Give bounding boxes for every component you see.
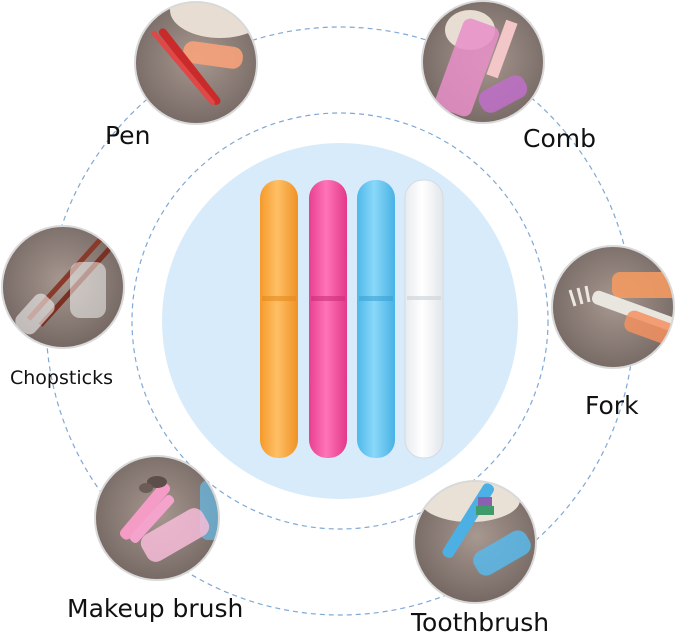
label-fork: Fork: [585, 391, 639, 420]
label-makeup-brush: Makeup brush: [67, 594, 244, 623]
label-pen: Pen: [105, 121, 151, 150]
toothbrush-photo: [413, 480, 537, 604]
blue-case: [357, 180, 395, 458]
label-chopsticks: Chopsticks: [10, 367, 113, 389]
label-toothbrush: Toothbrush: [411, 608, 550, 637]
orange-case: [260, 180, 298, 458]
label-comb: Comb: [523, 124, 596, 153]
pen-photo: [134, 1, 258, 125]
chopsticks-photo: [1, 225, 125, 349]
case-group: [260, 179, 444, 459]
comb-photo: [421, 0, 545, 124]
clear-case: [404, 179, 444, 459]
inner-dashed-ring: [131, 112, 549, 530]
makeup-brush-photo: [94, 455, 220, 581]
fork-photo: [551, 245, 675, 369]
pink-case: [309, 180, 347, 458]
